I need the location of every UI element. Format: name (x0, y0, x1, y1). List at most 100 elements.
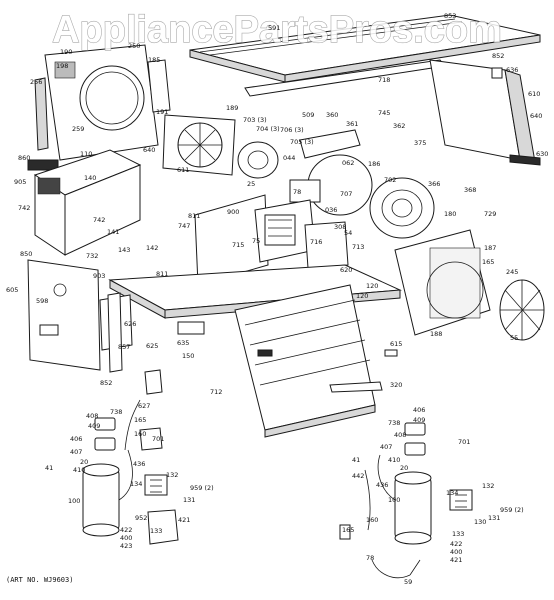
callout-label: 591 (268, 24, 280, 32)
callout-label: 421 (450, 556, 462, 564)
callout-label: 368 (464, 186, 476, 194)
callout-label: 636 (506, 66, 518, 74)
right-side-panel (429, 59, 541, 166)
callout-label: 860 (18, 154, 30, 162)
callout-label: 626 (124, 320, 136, 328)
drain-pan-parts (144, 321, 398, 395)
callout-label: 133 (150, 527, 162, 535)
callout-label: 436 (376, 481, 388, 489)
callout-label: 900 (227, 208, 239, 216)
callout-label: 140 (84, 174, 96, 182)
callout-label: 408 (86, 412, 98, 420)
callout-label: 165 (134, 416, 146, 424)
callout-label: 132 (482, 482, 494, 490)
callout-label: 120 (366, 282, 378, 290)
callout-label: 852 (492, 52, 504, 60)
callout-label: 701 (458, 438, 470, 446)
callout-label: 436 (133, 460, 145, 468)
callout-label: 625 (146, 342, 158, 350)
callout-label: 742 (18, 204, 30, 212)
callout-label: 198 (56, 62, 68, 70)
callout-label: 611 (177, 166, 189, 174)
callout-label: 410 (73, 466, 85, 474)
callout-label: 959 (2) (190, 484, 214, 492)
callout-label: 850 (20, 250, 32, 258)
callout-label: 259 (72, 125, 84, 133)
callout-label: 857 (118, 343, 130, 351)
callout-label: 256 (30, 78, 42, 86)
callout-labels: 853 591 852 636 610 640 630 718 745 362 … (6, 12, 548, 586)
callout-label: 729 (484, 210, 496, 218)
callout-label: 408 (394, 431, 406, 439)
callout-label: 635 (177, 339, 189, 347)
left-side-panel (27, 259, 133, 373)
callout-label: 142 (146, 244, 158, 252)
callout-label: 134 (446, 489, 458, 497)
callout-label: 180 (444, 210, 456, 218)
callout-label: 409 (88, 422, 100, 430)
callout-label: 78 (366, 554, 374, 562)
cabinet-top-panel (189, 14, 541, 97)
callout-label: 160 (134, 430, 146, 438)
callout-label: 131 (183, 496, 195, 504)
callout-label: 442 (352, 472, 364, 480)
callout-label: 640 (530, 112, 542, 120)
front-grille-panel (34, 44, 171, 161)
right-compressor-assembly (339, 422, 473, 579)
callout-label: 245 (506, 268, 518, 276)
callout-label: 250 (128, 42, 140, 50)
evaporator-coil (234, 284, 376, 438)
callout-label: 143 (118, 246, 130, 254)
callout-label: 705 (3) (290, 138, 314, 146)
callout-label: 716 (310, 238, 322, 246)
callout-label: 141 (107, 228, 119, 236)
callout-label: 191 (156, 108, 168, 116)
callout-label: 713 (352, 243, 364, 251)
callout-label: 715 (232, 241, 244, 249)
callout-label: 422 (450, 540, 462, 548)
callout-label: 903 (93, 272, 105, 280)
callout-label: 41 (45, 464, 53, 472)
callout-label: 362 (393, 122, 405, 130)
callout-label: 406 (413, 406, 425, 414)
callout-label: 186 (368, 160, 380, 168)
callout-label: 702 (384, 176, 396, 184)
callout-label: 905 (14, 178, 26, 186)
art-number: (ART NO. WJ9603) (6, 576, 73, 584)
callout-label: 718 (378, 76, 390, 84)
callout-label: 375 (414, 139, 426, 147)
callout-label: 605 (6, 286, 18, 294)
callout-label: 811 (156, 270, 168, 278)
callout-label: 407 (380, 443, 392, 451)
callout-label: 062 (342, 159, 354, 167)
callout-label: 25 (247, 180, 255, 188)
callout-label: 703 (3) (243, 116, 267, 124)
callout-label: 406 (70, 435, 82, 443)
callout-label: 615 (390, 340, 402, 348)
callout-label: 742 (93, 216, 105, 224)
callout-label: 20 (80, 458, 88, 466)
callout-label: 712 (210, 388, 222, 396)
callout-label: 165 (482, 258, 494, 266)
callout-label: 627 (138, 402, 150, 410)
callout-label: 952 (135, 514, 147, 522)
callout-label: 701 (152, 435, 164, 443)
callout-label: 150 (182, 352, 194, 360)
callout-label: 732 (86, 252, 98, 260)
callout-label: 745 (378, 109, 390, 117)
callout-label: 110 (80, 150, 92, 158)
callout-label: 20 (400, 464, 408, 472)
callout-label: 78 (293, 188, 301, 196)
left-filter-block (27, 149, 142, 256)
callout-label: 421 (178, 516, 190, 524)
callout-label: 707 (340, 190, 352, 198)
callout-label: 132 (166, 471, 178, 479)
callout-label: 308 (334, 223, 346, 231)
callout-label: 130 (474, 518, 486, 526)
callout-label: 853 (444, 12, 456, 20)
callout-label: 187 (484, 244, 496, 252)
callout-label: 120 (356, 292, 368, 300)
watermark-text: AppliancePartsPros.com (52, 9, 502, 51)
